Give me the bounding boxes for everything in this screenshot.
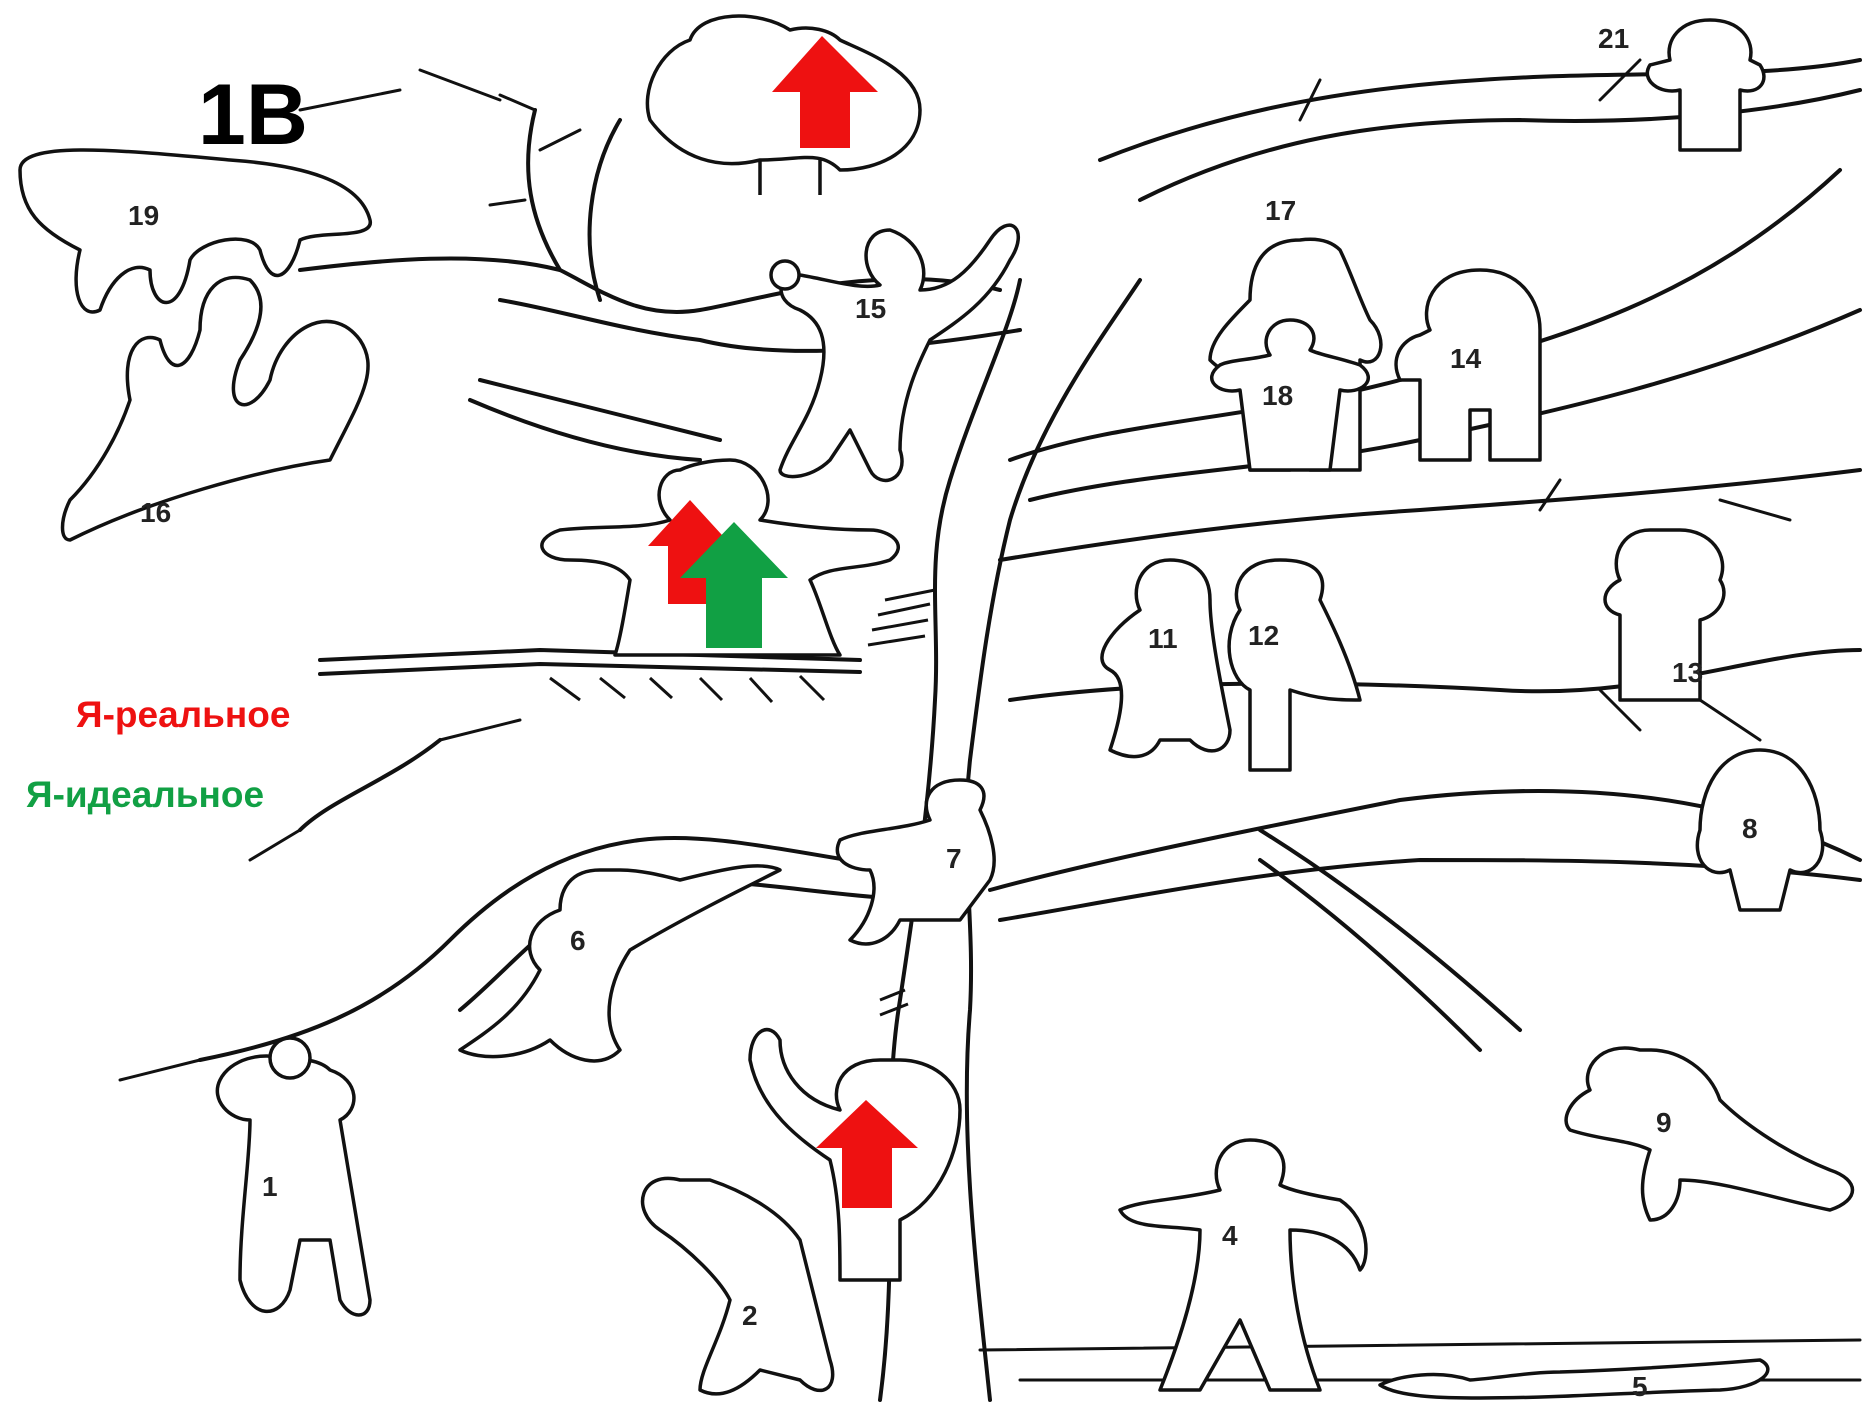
fig-19-label: 19 [128,200,159,231]
fig-13: 13 [1603,528,1726,702]
fig-9: 9 [1564,1046,1855,1222]
fig-2-label: 2 [742,1300,758,1331]
fig-16-label: 18 [1262,380,1293,411]
fig-12: 12 [1227,558,1362,772]
fig-1-label: 1 [262,1171,278,1202]
legend-real-self: Я-реальное [76,694,291,735]
fig-15: 15 [769,223,1020,482]
fig-12-label: 12 [1248,620,1279,651]
fig-18: 14 [1394,268,1542,462]
fig-6-label: 6 [570,925,586,956]
fig-1: 1 [215,1036,372,1317]
fig-14-label: 16 [140,497,171,528]
fig-18-label: 14 [1450,343,1482,374]
fig-5-label: 5 [1632,1371,1648,1402]
fig-4: 4 [1118,1138,1368,1392]
fig-5: 5 [1378,1358,1770,1402]
fig-17-label: 17 [1265,195,1296,226]
fig-top [645,14,922,195]
fig-2: 2 [640,1176,835,1396]
arrow-ideal-platform [680,522,788,648]
fig-21-label: 21 [1598,23,1629,54]
fig-15-label: 15 [855,293,886,324]
fig-13-label: 13 [1672,657,1703,688]
fig-11-label: 11 [1148,623,1178,654]
fig-16: 18 [1210,318,1370,472]
fig-19: 19 [18,148,372,314]
fig-11: 11 [1100,558,1232,759]
fig-6: 6 [458,864,782,1063]
legend-ideal-self: Я-идеальное [26,774,265,815]
fig-4-label: 4 [1222,1220,1238,1251]
arrow-real-top [772,36,878,148]
fig-21: 21 [1598,18,1766,152]
arrow-real-base [816,1100,918,1208]
fig-9-label: 9 [1656,1107,1672,1138]
fig-8-label: 8 [1742,813,1758,844]
fig-7-label: 7 [946,843,962,874]
diagram-title: 1В [198,67,308,163]
fig-8: 8 [1695,748,1825,912]
fig-14: 16 [60,275,370,542]
fig-7: 7 [835,778,996,946]
